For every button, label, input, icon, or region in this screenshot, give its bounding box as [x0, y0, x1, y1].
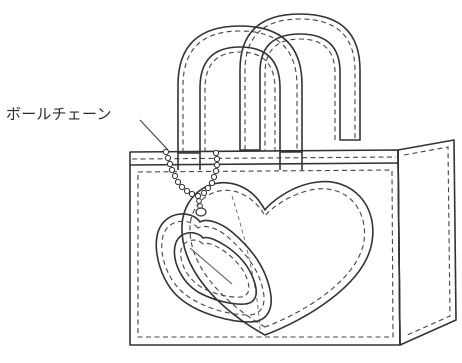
- heart-charm: [155, 213, 272, 323]
- callout-leader-line: [139, 119, 169, 151]
- bag-side-panel: [397, 139, 457, 346]
- heart-window: [181, 180, 374, 336]
- back-strap: [239, 13, 361, 151]
- jump-ring: [195, 207, 207, 217]
- ball-chain: [162, 148, 221, 209]
- bag-body: [129, 149, 401, 346]
- front-strap: [177, 25, 303, 170]
- ball-chain-label: ボールチェーン: [6, 105, 112, 123]
